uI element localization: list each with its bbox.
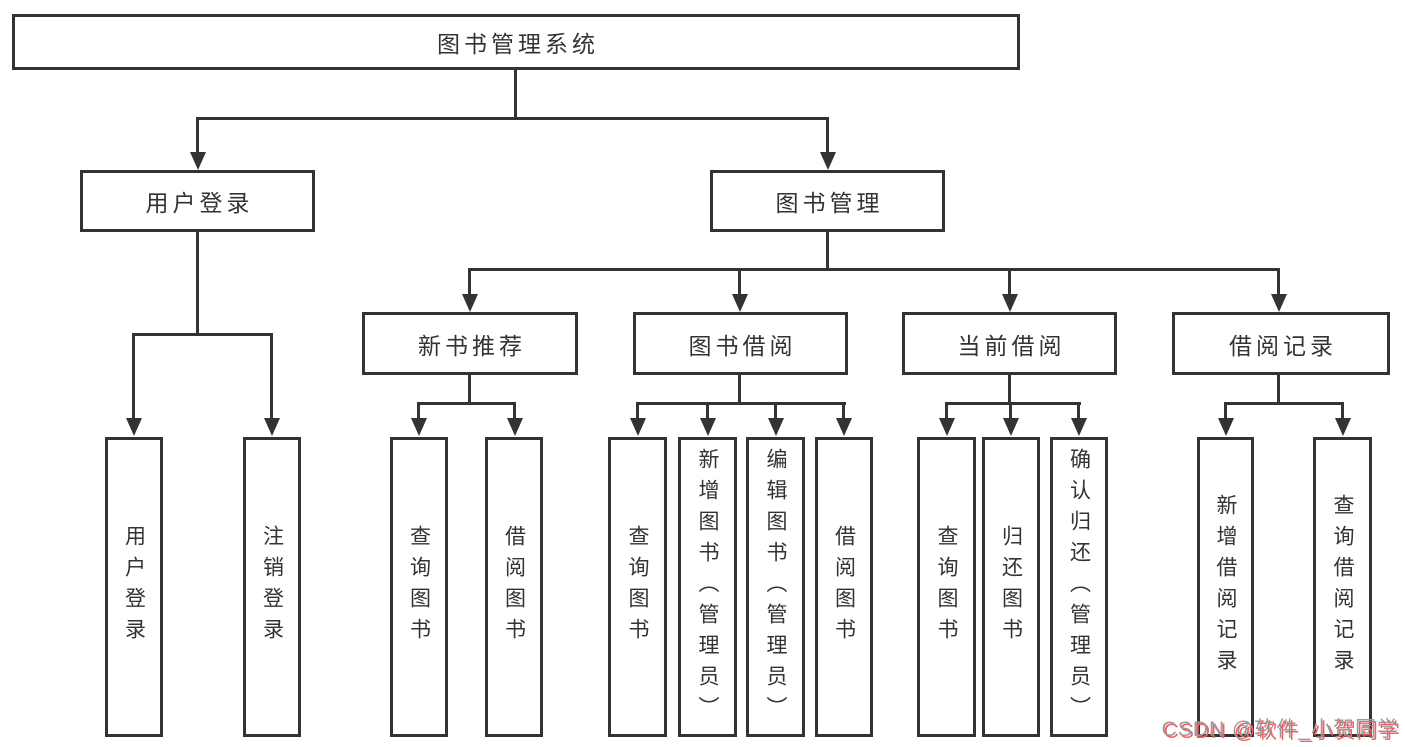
arrow-down-icon xyxy=(836,418,852,436)
arrow-down-icon xyxy=(411,418,427,436)
connector-line xyxy=(1077,404,1080,420)
arrow-down-icon xyxy=(768,418,784,436)
arrow-down-icon xyxy=(1002,294,1018,312)
node-user-login: 用户登录 xyxy=(80,170,315,232)
arrow-down-icon xyxy=(190,152,206,170)
connector-line xyxy=(417,404,420,420)
connector-line xyxy=(196,117,829,120)
connector-line xyxy=(826,231,829,271)
leaf-current-return-books: 归还图书 xyxy=(982,437,1040,737)
arrow-down-icon xyxy=(700,418,716,436)
connector-line xyxy=(417,402,516,405)
connector-line xyxy=(1009,404,1012,420)
node-label: 编辑图书（管理员） xyxy=(764,447,787,727)
leaf-newrec-borrow-books: 借阅图书 xyxy=(485,437,543,737)
connector-line xyxy=(514,70,517,119)
leaf-borrow-edit-books-admin: 编辑图书（管理员） xyxy=(746,437,805,737)
leaf-user-login: 用户登录 xyxy=(105,437,163,737)
node-new-book-recommend: 新书推荐 xyxy=(362,312,578,375)
leaf-newrec-query-books: 查询图书 xyxy=(390,437,448,737)
leaf-current-query-books: 查询图书 xyxy=(917,437,976,737)
arrow-down-icon xyxy=(1071,418,1087,436)
connector-line xyxy=(132,335,135,419)
node-label: 借阅记录 xyxy=(1229,332,1337,359)
node-label: 新增借阅记录 xyxy=(1214,494,1237,680)
node-label: 图书管理系统 xyxy=(437,31,599,57)
arrow-down-icon xyxy=(1218,418,1234,436)
connector-line xyxy=(1224,404,1227,420)
connector-line xyxy=(636,402,846,405)
node-label: 图书管理 xyxy=(775,190,884,216)
connector-line xyxy=(842,404,845,420)
node-label: 用户登录 xyxy=(145,190,254,216)
connector-line xyxy=(1224,402,1344,405)
node-borrowing-records: 借阅记录 xyxy=(1172,312,1390,375)
csdn-watermark: CSDN @软件_小贺同学 xyxy=(1161,718,1399,741)
arrow-down-icon xyxy=(732,294,748,312)
node-label: 查询图书 xyxy=(626,525,649,649)
connector-line xyxy=(945,402,1081,405)
arrow-down-icon xyxy=(1271,294,1287,312)
node-label: 借阅图书 xyxy=(832,525,856,649)
connector-line xyxy=(1008,374,1011,405)
node-label: 查询图书 xyxy=(935,525,958,649)
connector-line xyxy=(945,404,948,420)
node-label: 借阅图书 xyxy=(502,525,526,649)
leaf-records-add-record: 新增借阅记录 xyxy=(1197,437,1254,737)
connector-line xyxy=(738,270,741,296)
connector-line xyxy=(826,118,829,154)
node-label: 注销登录 xyxy=(260,525,284,649)
connector-line xyxy=(1277,270,1280,296)
node-label: 新增图书（管理员） xyxy=(696,447,719,727)
node-book-borrowing: 图书借阅 xyxy=(633,312,848,375)
node-label: 图书借阅 xyxy=(688,332,797,359)
node-label: 归还图书 xyxy=(999,525,1023,649)
arrow-down-icon xyxy=(1003,418,1019,436)
arrow-down-icon xyxy=(462,294,478,312)
arrow-down-icon xyxy=(820,152,836,170)
arrow-down-icon xyxy=(126,418,142,436)
connector-line xyxy=(774,404,777,420)
arrow-down-icon xyxy=(1335,418,1351,436)
connector-line xyxy=(196,118,199,154)
node-label: 查询图书 xyxy=(407,525,431,649)
connector-line xyxy=(513,404,516,420)
connector-line xyxy=(636,404,639,420)
node-label: 当前借阅 xyxy=(957,332,1066,359)
connector-line xyxy=(1341,404,1344,420)
arrow-down-icon xyxy=(939,418,955,436)
leaf-borrow-query-books: 查询图书 xyxy=(608,437,667,737)
connector-line xyxy=(132,333,273,336)
node-label: 新书推荐 xyxy=(418,332,526,359)
leaf-records-query-record: 查询借阅记录 xyxy=(1313,437,1372,737)
connector-line xyxy=(468,268,1280,271)
leaf-current-confirm-return-admin: 确认归还（管理员） xyxy=(1050,437,1108,737)
node-label: 确认归还（管理员） xyxy=(1067,447,1091,727)
connector-line xyxy=(468,374,471,405)
connector-line xyxy=(1277,374,1280,405)
connector-line xyxy=(196,231,199,335)
leaf-logout-login: 注销登录 xyxy=(243,437,301,737)
connector-line xyxy=(738,374,741,405)
node-label: 查询借阅记录 xyxy=(1331,494,1354,680)
arrow-down-icon xyxy=(630,418,646,436)
node-library-system: 图书管理系统 xyxy=(12,14,1020,70)
node-book-management: 图书管理 xyxy=(710,170,945,232)
connector-line xyxy=(468,270,471,296)
connector-line xyxy=(1008,270,1011,296)
connector-line xyxy=(270,335,273,419)
node-current-borrowing: 当前借阅 xyxy=(902,312,1117,375)
node-label: 用户登录 xyxy=(122,525,146,649)
leaf-borrow-borrow-books: 借阅图书 xyxy=(815,437,873,737)
connector-line xyxy=(706,404,709,420)
leaf-borrow-add-books-admin: 新增图书（管理员） xyxy=(678,437,737,737)
arrow-down-icon xyxy=(507,418,523,436)
arrow-down-icon xyxy=(264,418,280,436)
